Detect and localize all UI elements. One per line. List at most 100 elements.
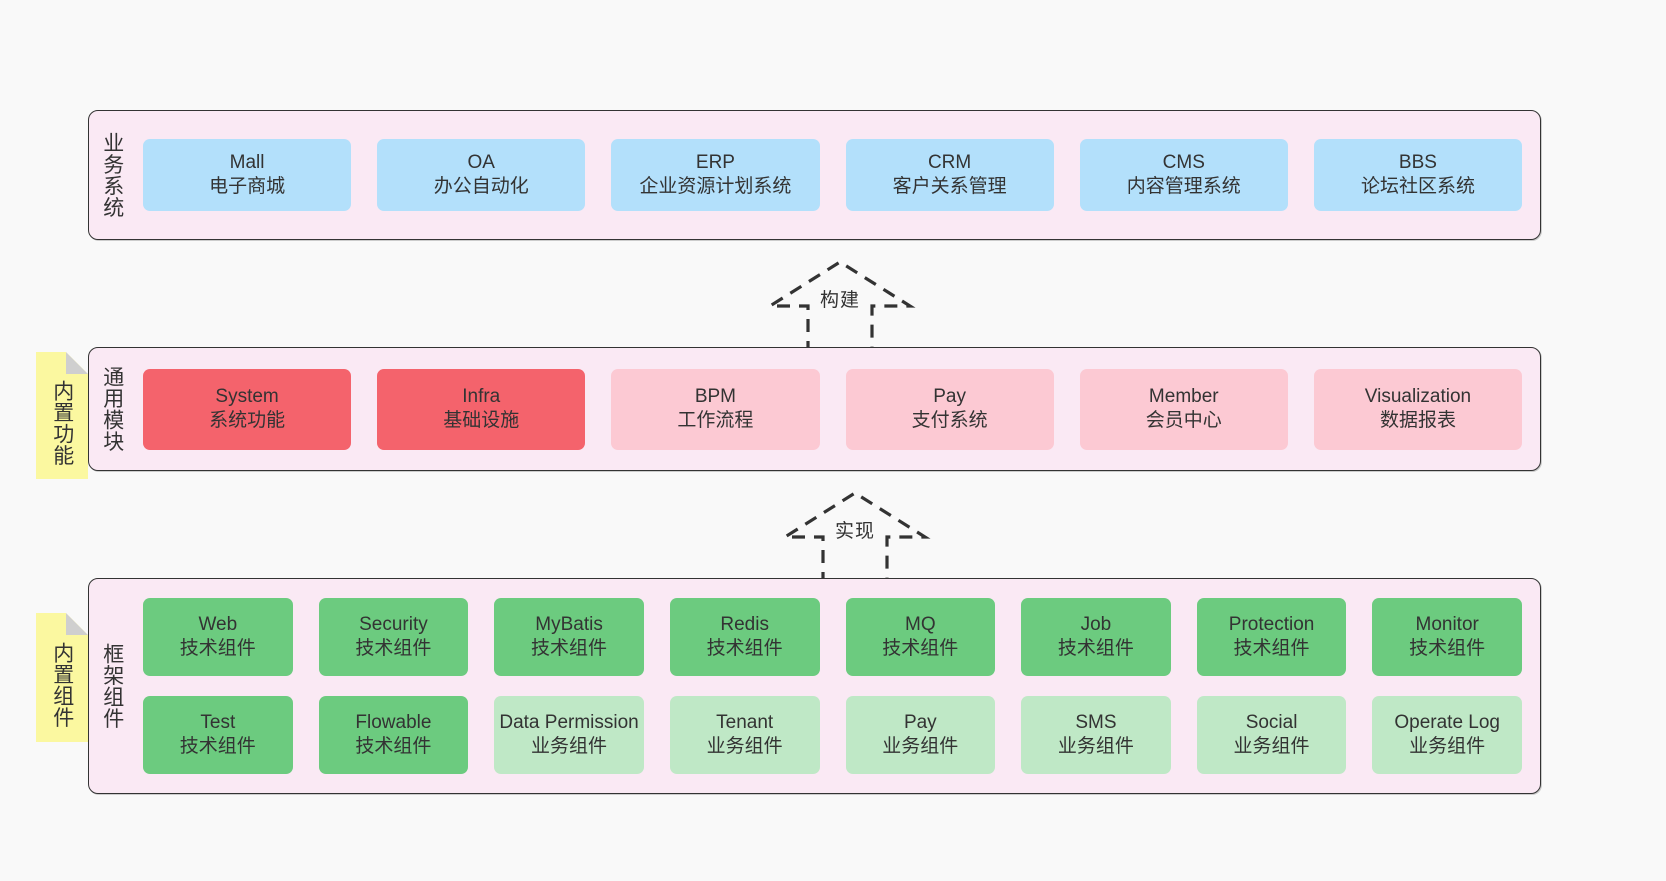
card-subtitle: 技术组件: [179, 736, 256, 757]
card-subtitle: 业务组件: [1057, 736, 1134, 757]
card-framework-operate-log[interactable]: Operate Log 业务组件: [1372, 696, 1522, 774]
card-framework-mq[interactable]: MQ 技术组件: [845, 598, 996, 676]
card-module-system[interactable]: System 系统功能: [143, 368, 352, 450]
implement-arrow-label: 实现: [834, 521, 875, 542]
card-subtitle: 业务组件: [1233, 736, 1310, 757]
card-title: Monitor: [1415, 613, 1479, 635]
card-subtitle: 技术组件: [355, 736, 432, 757]
card-business-mall[interactable]: Mall 电子商城: [143, 139, 352, 211]
note-fold-icon: [66, 352, 88, 374]
card-subtitle: 技术组件: [531, 638, 608, 659]
card-subtitle: 论坛社区系统: [1360, 176, 1475, 197]
card-framework-protection[interactable]: Protection 技术组件: [1196, 598, 1347, 676]
card-subtitle: 技术组件: [882, 638, 959, 659]
card-subtitle: 内容管理系统: [1126, 176, 1241, 197]
card-title: Protection: [1228, 613, 1315, 635]
card-subtitle: 技术组件: [179, 638, 256, 659]
note-builtin-functions: 内置功能: [36, 352, 88, 479]
card-title: Tenant: [716, 711, 774, 733]
card-subtitle: 技术组件: [1233, 638, 1310, 659]
card-framework-tenant[interactable]: Tenant 业务组件: [669, 696, 820, 774]
card-module-pay[interactable]: Pay 支付系统: [845, 368, 1054, 450]
card-title: BBS: [1398, 151, 1437, 173]
card-title: Social: [1245, 711, 1298, 733]
card-framework-flowable[interactable]: Flowable 技术组件: [318, 696, 469, 774]
card-title: CRM: [927, 151, 972, 173]
card-title: System: [215, 385, 279, 407]
layer-title-modules: 通用模块: [100, 366, 124, 452]
card-title: Member: [1148, 385, 1219, 407]
card-title: Web: [198, 613, 238, 635]
layer-title-business: 业务系统: [100, 132, 124, 218]
card-title: CMS: [1162, 151, 1205, 173]
card-framework-security[interactable]: Security 技术组件: [318, 598, 469, 676]
card-subtitle: 系统功能: [209, 410, 286, 431]
build-arrow-label: 构建: [819, 290, 860, 311]
card-framework-monitor[interactable]: Monitor 技术组件: [1372, 598, 1522, 676]
card-title: Pay: [903, 711, 937, 733]
card-subtitle: 支付系统: [911, 410, 988, 431]
card-title: Infra: [462, 385, 501, 407]
card-framework-web[interactable]: Web 技术组件: [143, 598, 293, 676]
card-title: MyBatis: [535, 613, 603, 635]
card-title: Data Permission: [499, 711, 639, 733]
card-title: OA: [467, 151, 495, 173]
card-module-bpm[interactable]: BPM 工作流程: [611, 368, 820, 450]
card-title: Flowable: [355, 711, 432, 733]
card-title: Visualization: [1364, 385, 1472, 407]
note-builtin-components: 内置组件: [36, 613, 88, 742]
build-arrow: 构建: [760, 258, 920, 356]
card-title: MQ: [905, 613, 936, 635]
card-framework-test[interactable]: Test 技术组件: [143, 696, 293, 774]
card-subtitle: 业务组件: [531, 736, 608, 757]
card-title: BPM: [694, 385, 737, 407]
card-subtitle: 技术组件: [1409, 638, 1486, 659]
card-subtitle: 技术组件: [355, 638, 432, 659]
card-title: Operate Log: [1394, 711, 1500, 733]
card-business-cms[interactable]: CMS 内容管理系统: [1079, 139, 1288, 211]
card-subtitle: 数据报表: [1379, 410, 1456, 431]
card-subtitle: 业务组件: [1409, 736, 1486, 757]
card-subtitle: 工作流程: [677, 410, 754, 431]
card-framework-redis[interactable]: Redis 技术组件: [669, 598, 820, 676]
card-title: Mall: [229, 151, 265, 173]
card-title: Redis: [720, 613, 769, 635]
card-subtitle: 会员中心: [1145, 410, 1222, 431]
card-framework-data-permission[interactable]: Data Permission 业务组件: [494, 696, 644, 774]
card-business-bbs[interactable]: BBS 论坛社区系统: [1313, 139, 1523, 211]
card-subtitle: 办公自动化: [433, 176, 529, 197]
note-builtin-components-label: 内置组件: [50, 641, 74, 728]
card-module-member[interactable]: Member 会员中心: [1079, 368, 1288, 450]
note-fold-icon: [66, 613, 88, 635]
card-subtitle: 电子商城: [209, 176, 286, 197]
layer-title-framework: 框架组件: [100, 643, 124, 729]
card-title: Test: [200, 711, 236, 733]
card-title: SMS: [1075, 711, 1117, 733]
card-framework-mybatis[interactable]: MyBatis 技术组件: [494, 598, 644, 676]
card-subtitle: 技术组件: [706, 638, 783, 659]
card-framework-sms[interactable]: SMS 业务组件: [1021, 696, 1171, 774]
card-title: Security: [359, 613, 428, 635]
card-business-oa[interactable]: OA 办公自动化: [377, 139, 586, 211]
card-module-visualization[interactable]: Visualization 数据报表: [1313, 368, 1523, 450]
implement-arrow: 实现: [775, 489, 935, 587]
card-subtitle: 业务组件: [706, 736, 783, 757]
card-title: Pay: [933, 385, 966, 407]
card-framework-social[interactable]: Social 业务组件: [1196, 696, 1347, 774]
card-subtitle: 技术组件: [1057, 638, 1134, 659]
